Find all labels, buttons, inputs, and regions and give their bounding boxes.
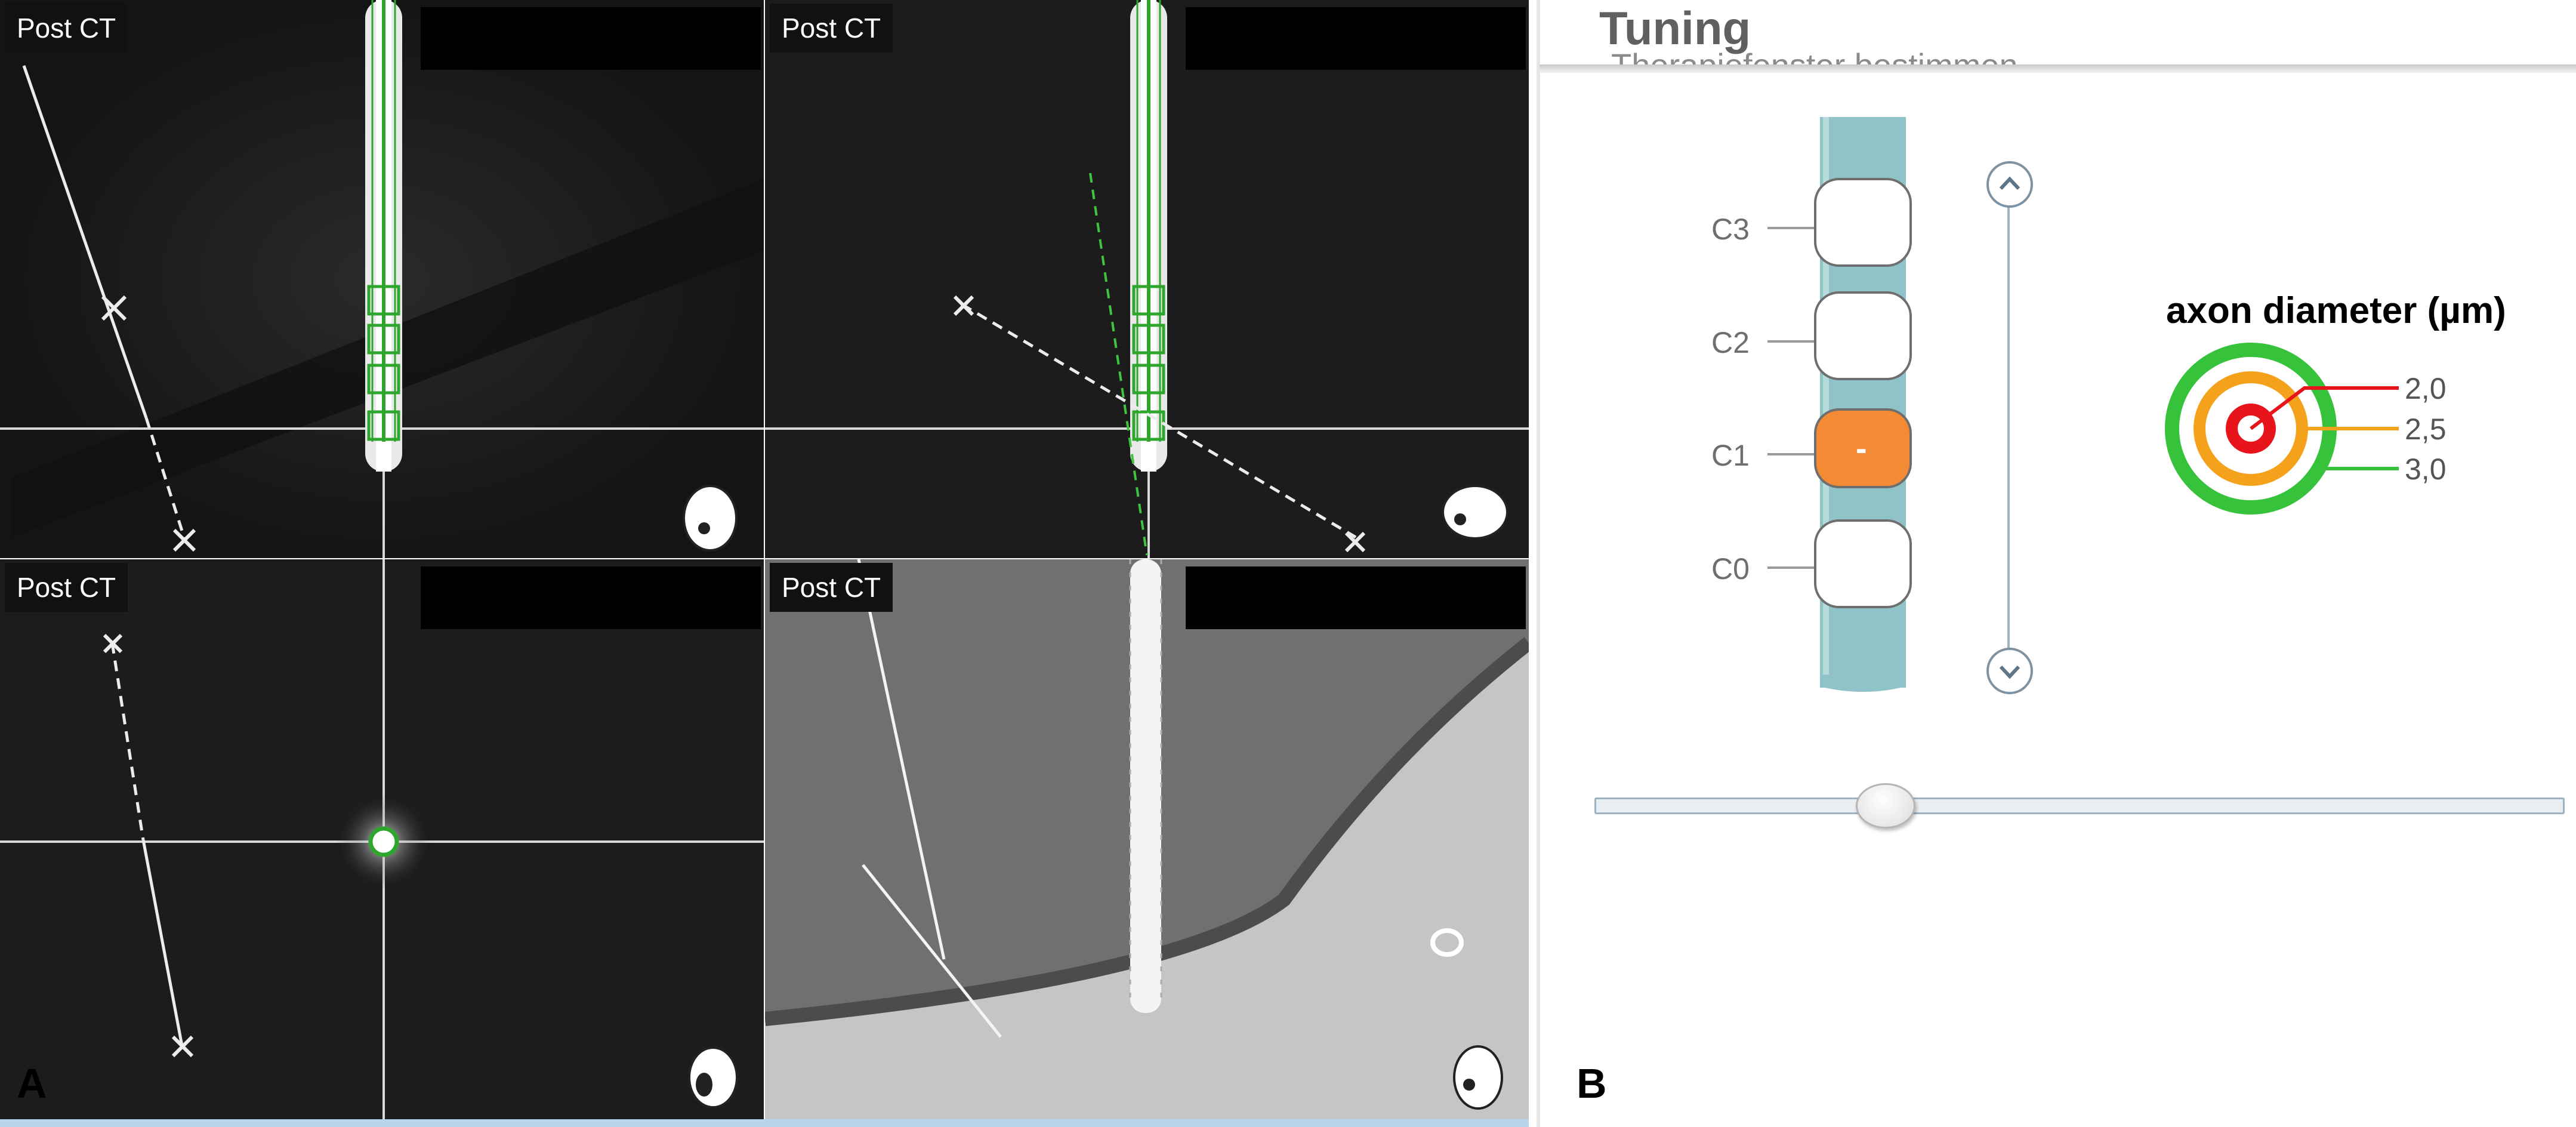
legend-value-2-5: 2,5: [2405, 412, 2447, 446]
view-label-bottom-left: Post CT: [5, 563, 128, 612]
ct-image-top-left: [0, 0, 764, 558]
chevron-up-icon: [1999, 176, 2020, 190]
amplitude-slider-track[interactable]: [1594, 797, 2565, 814]
ct-view-bottom-right[interactable]: Post CT: [765, 559, 1529, 1119]
figure-letter-b: B: [1577, 1060, 1607, 1107]
contact-c3[interactable]: [1814, 178, 1912, 267]
axon-legend-rings: [2165, 343, 2399, 515]
ct-image-bottom-right: [765, 559, 1529, 1119]
contact-c2[interactable]: [1814, 291, 1912, 380]
amplitude-slider-thumb[interactable]: [1855, 783, 1915, 829]
chevron-down-icon: [1999, 665, 2020, 679]
ct-view-bottom-left[interactable]: Post CT: [0, 559, 764, 1119]
info-bar-bottom-right: [1186, 566, 1526, 629]
head-orientation-icon-top-right: [1442, 485, 1508, 540]
info-bar-top-left: [421, 7, 761, 70]
contact-c0[interactable]: [1814, 519, 1912, 608]
contact-label-c2: C2: [1711, 326, 1750, 359]
legend-title: axon diameter (µm): [2166, 290, 2506, 331]
contact-polarity-c1: -: [1856, 429, 1867, 467]
contact-scrollbar-track[interactable]: [2007, 203, 2010, 657]
contact-label-c0: C0: [1711, 552, 1750, 586]
panel-a-bottom-border: [0, 1119, 1529, 1127]
ct-view-top-left[interactable]: Post CT: [0, 0, 764, 558]
lead-body: [1820, 117, 1906, 688]
ct-view-top-right[interactable]: Post CT: [765, 0, 1529, 558]
panel-b-left-edge: [1537, 0, 1540, 1127]
head-orientation-icon-top-left: [683, 485, 738, 552]
legend-value-3-0: 3,0: [2405, 452, 2447, 486]
head-orientation-icon-bottom-right: [1453, 1045, 1503, 1110]
figure-letter-a: A: [17, 1060, 47, 1107]
view-label-top-right: Post CT: [770, 4, 893, 53]
view-label-bottom-right: Post CT: [770, 563, 893, 612]
tuning-title: Tuning: [1599, 2, 1751, 54]
legend-value-2-0: 2,0: [2405, 372, 2447, 405]
contact-label-c3: C3: [1711, 213, 1750, 246]
head-orientation-icon-bottom-left: [688, 1046, 738, 1108]
contact-label-c1: C1: [1711, 439, 1750, 472]
scroll-up-button[interactable]: [1986, 161, 2033, 208]
info-bar-top-right: [1186, 7, 1526, 70]
ct-image-bottom-left: [0, 559, 764, 1119]
ct-image-top-right: [765, 0, 1529, 558]
header-divider: [1540, 64, 2576, 73]
view-label-top-left: Post CT: [5, 4, 128, 53]
scroll-down-button[interactable]: [1986, 648, 2033, 694]
info-bar-bottom-left: [421, 566, 761, 629]
